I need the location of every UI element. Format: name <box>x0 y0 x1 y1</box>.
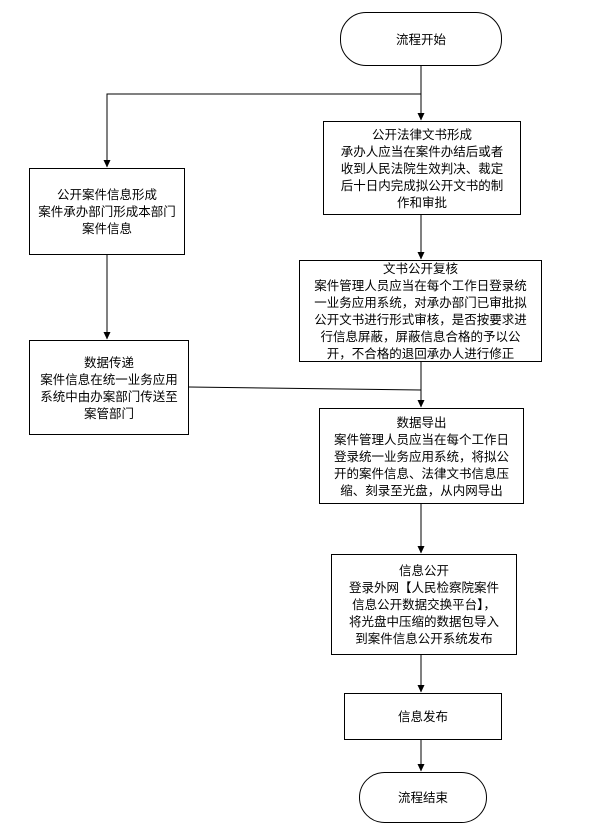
review-text-line: 公开文书进行形式审核，是否按要求进 <box>314 312 527 327</box>
release-step: 信息发布 <box>344 693 502 740</box>
draft-document-step: 公开法律文书形成 承办人应当在案件办结后或者 收到人民法院生效判决、裁定 后十日… <box>323 121 521 215</box>
review-text-line: 案件管理人员应当在每个工作日登录统 <box>314 278 527 293</box>
end-terminal: 流程结束 <box>359 772 487 823</box>
case-info-text-line: 案件承办部门形成本部门 <box>38 204 176 219</box>
publish-title: 信息公开 <box>398 563 449 578</box>
review-text-line: 一业务应用系统，对承办部门已审批拟 <box>314 295 527 310</box>
export-text-line: 缩、刻录至光盘，从内网导出 <box>340 482 503 498</box>
export-text-line: 开的案件信息、法律文书信息压 <box>333 465 509 481</box>
case-info-title: 公开案件信息形成 <box>56 187 157 202</box>
connector-transfer-to-main <box>188 386 422 391</box>
start-terminal: 流程开始 <box>340 12 502 66</box>
data-export-step: 数据导出 案件管理人员应当在每个工作日 登录统一业务应用系统，将拟公 开的案件信… <box>319 408 524 504</box>
release-label: 信息发布 <box>397 709 448 724</box>
case-info-step: 公开案件信息形成 案件承办部门形成本部门 案件信息 <box>29 168 185 255</box>
start-label: 流程开始 <box>395 31 446 47</box>
export-text-line: 案件管理人员应当在每个工作日 <box>333 431 509 447</box>
review-text-line: 开，不合格的退回承办人进行修正 <box>326 346 515 361</box>
data-transfer-step: 数据传递 案件信息在统一业务应用 系统中由办案部门传送至 案管部门 <box>29 340 189 435</box>
draft-text-line: 承办人应当在案件办结后或者 <box>340 143 504 159</box>
case-info-text-line: 案件信息 <box>81 221 132 236</box>
transfer-title: 数据传递 <box>83 354 134 370</box>
end-label: 流程结束 <box>397 790 448 805</box>
draft-title: 公开法律文书形成 <box>371 126 472 142</box>
export-title: 数据导出 <box>396 414 447 430</box>
review-title: 文书公开复核 <box>382 261 458 276</box>
publish-text-line: 将光盘中压缩的数据包导入 <box>348 614 499 629</box>
transfer-text-line: 系统中由办案部门传送至 <box>40 388 178 404</box>
arrow-split-to-case-info <box>103 93 421 168</box>
publish-text-line: 信息公开数据交换平台】， <box>352 597 496 612</box>
info-publish-step: 信息公开 登录外网【人民检察院案件 信息公开数据交换平台】， 将光盘中压缩的数据… <box>331 554 517 655</box>
draft-text-line: 收到人民法院生效判决、裁定 <box>340 160 504 176</box>
review-text-line: 行信息屏蔽，屏蔽信息合格的予以公 <box>320 329 521 344</box>
transfer-text-line: 案管部门 <box>83 405 134 421</box>
draft-text-line: 作和审批 <box>396 194 447 210</box>
publish-text-line: 登录外网【人民检察院案件 <box>348 580 499 595</box>
publish-text-line: 到案件信息公开系统发布 <box>355 631 493 646</box>
review-step: 文书公开复核 案件管理人员应当在每个工作日登录统 一业务应用系统，对承办部门已审… <box>299 260 542 362</box>
draft-text-line: 后十日内完成拟公开文书的制 <box>340 177 504 193</box>
export-text-line: 登录统一业务应用系统，将拟公 <box>333 448 509 464</box>
transfer-text-line: 案件信息在统一业务应用 <box>40 371 178 387</box>
